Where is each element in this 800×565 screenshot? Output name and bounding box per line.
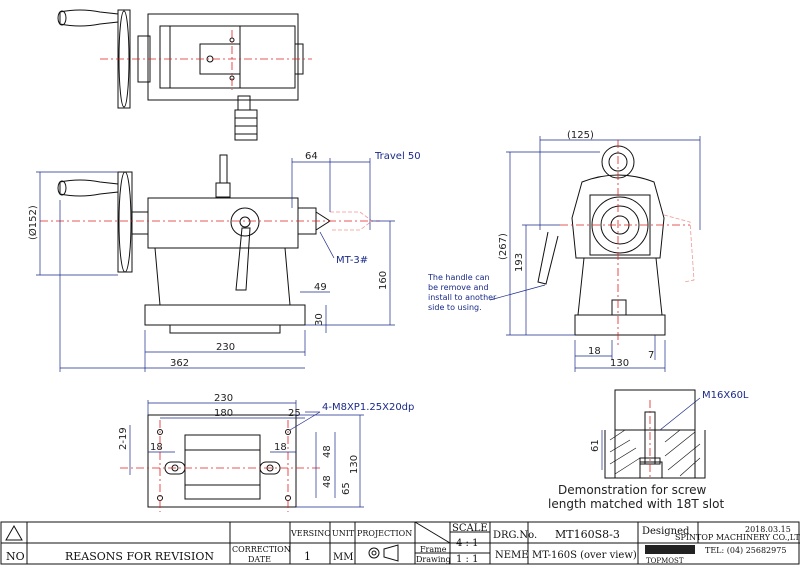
dim-125: (125) (567, 130, 594, 141)
handle-note-line-3: install to another (428, 293, 497, 302)
tb-unit: UNIT (332, 529, 355, 538)
tslot-detail (601, 389, 706, 480)
title-block: NO REASONS FOR REVISION CORRECTION DATE … (0, 521, 800, 565)
tb-neme: NEME (495, 550, 529, 561)
dim-18-plan-right: 18 (274, 442, 287, 453)
tb-reasons: REASONS FOR REVISION (65, 550, 214, 563)
dim-180: 180 (214, 408, 233, 419)
tb-drawing: Drawing (416, 555, 451, 564)
dim-130-plan: 130 (349, 455, 360, 474)
tb-no: NO (6, 550, 25, 563)
top-view (57, 9, 312, 141)
plan-view (120, 414, 320, 512)
dim-362: 362 (170, 358, 189, 369)
side-dimensions (36, 158, 395, 372)
company-logo-icon: TOPMOST (645, 545, 695, 565)
demo-note-line-1: Demonstration for screw (558, 483, 707, 497)
dim-230-plan: 230 (214, 393, 233, 404)
tb-frame: Frame (420, 545, 447, 554)
demo-note-line-2: length matched with 18T slot (548, 497, 724, 511)
screw-spec: M16X60L (702, 390, 749, 401)
dim-dia-152: (Ø152) (27, 205, 39, 240)
tb-company: SPINTOP MACHINERY CO.,LTD. (675, 533, 800, 542)
tb-drg-no: DRG.No. (493, 530, 537, 541)
tb-correction-date: DATE (248, 555, 271, 564)
dim-30: 30 (314, 313, 325, 326)
front-dimensions (489, 136, 701, 372)
dim-160: 160 (378, 271, 389, 290)
tb-versino: VERSINO (290, 529, 331, 538)
dim-61: 61 (590, 439, 601, 452)
dim-2-19: 2-19 (118, 427, 129, 450)
mt-label: MT-3# (336, 255, 368, 266)
plan-dimensions (129, 400, 364, 508)
dim-48-bottom: 48 (322, 475, 333, 488)
handle-note-line-2: be remove and (428, 283, 489, 292)
dim-65: 65 (341, 482, 352, 495)
dim-130-front: 130 (610, 358, 629, 369)
tb-scale: SCALE (452, 523, 488, 534)
side-view (40, 154, 380, 334)
tb-unit-value: MM (333, 552, 353, 563)
dim-18-front: 18 (588, 346, 601, 357)
tb-designed: Designed (642, 526, 690, 537)
tb-drawing-value: 1 : 1 (456, 554, 478, 565)
dim-64: 64 (305, 151, 318, 162)
tb-projection: PROJECTION (357, 529, 412, 538)
dim-267: (267) (498, 233, 509, 260)
dim-18-plan: 18 (150, 442, 163, 453)
dim-7: 7 (648, 350, 654, 361)
bolt-spec: 4-M8XP1.25X20dp (322, 402, 414, 413)
tb-tel: TEL: (04) 25682975 (705, 546, 786, 555)
tb-drg-value: MT160S8-3 (555, 528, 620, 541)
projection-symbol-icon (368, 544, 399, 562)
travel-label: Travel 50 (374, 151, 421, 162)
dimension-labels: Travel 50 64 (Ø152) MT-3# 49 160 30 230 … (27, 130, 749, 495)
dim-193: 193 (514, 253, 525, 272)
handle-note-line-1: The handle can (427, 273, 490, 282)
dim-48-top: 48 (322, 445, 333, 458)
dim-25: 25 (288, 408, 301, 419)
tb-date: 2018.03.15 (745, 525, 791, 534)
tb-version-value: 1 (304, 550, 311, 563)
dim-49: 49 (314, 282, 327, 293)
tb-logo-text: TOPMOST (646, 557, 684, 565)
tb-correction: CORRECTION (232, 545, 291, 554)
handle-note-line-4: side to using. (428, 303, 482, 312)
notes: The handle can be remove and install to … (427, 273, 724, 511)
front-view (537, 140, 695, 345)
dim-230-side: 230 (216, 342, 235, 353)
tb-neme-value: MT-160S (over view) (532, 550, 637, 561)
tb-frame-value: 4 : 1 (456, 538, 478, 549)
